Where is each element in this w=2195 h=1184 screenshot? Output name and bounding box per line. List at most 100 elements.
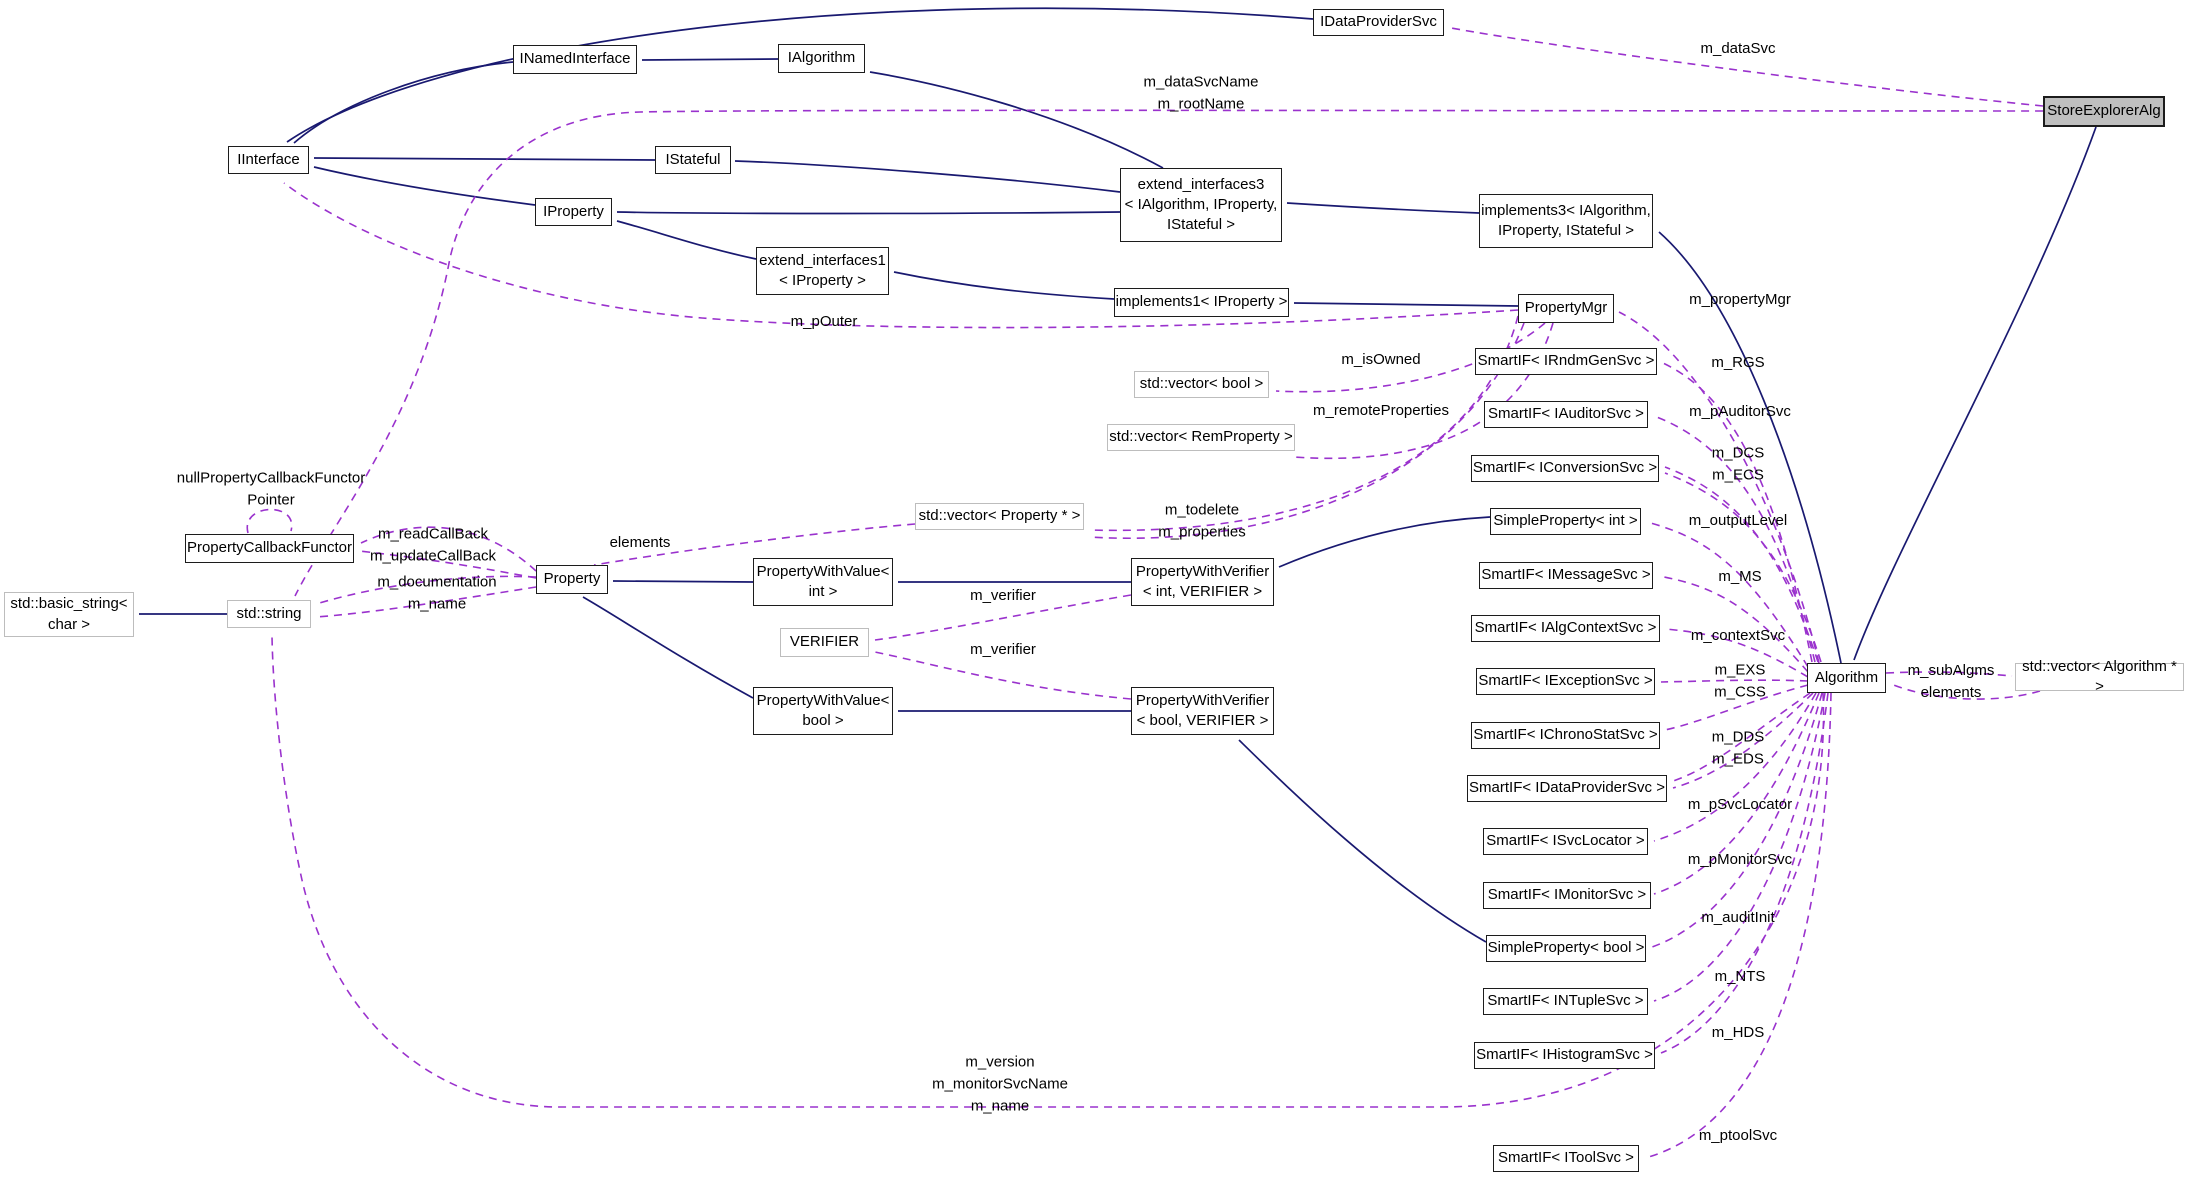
edge-label-m-psvclocator: m_pSvcLocator [1687,796,1793,814]
edge-inherit-idataprovidersvc-to-iinterface [286,7,1314,143]
edge-uses-m-readcallback [360,526,537,572]
edge-inherit-extend3-to-istateful [734,160,1121,193]
edge-inherit-inamedinterface-to-iinterface [293,61,514,144]
node-smartif-idataprovidersvc[interactable]: SmartIF< IDataProviderSvc > [1467,775,1667,802]
edge-uses-m-version-trio [271,635,1825,1108]
edge-uses-m-verifier-int [874,594,1132,641]
node-property[interactable]: Property [536,565,608,594]
edge-inherit-propertymgr-to-implements1 [1293,302,1519,307]
edge-label-m-remoteproperties: m_remoteProperties [1313,402,1449,420]
edge-uses-m-remoteproperties [1293,322,1554,460]
node-propertywithvalue-bool[interactable]: PropertyWithValue< bool > [753,687,893,735]
node-istateful[interactable]: IStateful [655,146,731,174]
node-basic-string[interactable]: std::basic_string< char > [4,592,134,637]
node-simpleproperty-int[interactable]: SimpleProperty< int > [1490,508,1641,535]
edge-label-m-pouter: m_pOuter [790,313,858,331]
node-inamedinterface[interactable]: INamedInterface [513,45,637,74]
edge-label-m-rgs: m_RGS [1711,354,1765,372]
edge-uses-m-propertymgr [1618,311,1820,664]
node-smartif-iconversionsvc[interactable]: SmartIF< IConversionSvc > [1471,455,1659,482]
edge-inherit-pwvbool-to-property [582,596,754,699]
node-std-string[interactable]: std::string [227,600,311,628]
node-smartif-itoolsvc[interactable]: SmartIF< IToolSvc > [1493,1145,1639,1172]
edge-inherit-extend3-to-ialgorithm [869,71,1164,169]
edge-inherit-algorithm-to-implements3 [1658,231,1842,664]
node-smartif-imessagesvc[interactable]: SmartIF< IMessageSvc > [1479,562,1653,589]
node-idataprovidersvc[interactable]: IDataProviderSvc [1313,9,1444,36]
node-propertywithverifier-int[interactable]: PropertyWithVerifier < int, VERIFIER > [1131,558,1274,606]
node-iinterface[interactable]: IInterface [228,146,309,174]
edge-label-m-datasvcname-rootname: m_dataSvcName m_rootName [1143,73,1259,112]
node-smartif-iauditorsvc[interactable]: SmartIF< IAuditorSvc > [1484,401,1648,428]
edge-inherit-implements3-to-extend3 [1286,202,1480,214]
edge-label-elements-right: elements [1920,684,1982,702]
edge-label-m-ptoolsvc: m_ptoolSvc [1698,1127,1778,1145]
node-extend-interfaces3[interactable]: extend_interfaces3 < IAlgorithm, IProper… [1120,168,1282,242]
edge-label-m-contextsvc: m_contextSvc [1690,627,1786,645]
edge-uses-elements-property [593,523,916,566]
edge-inherit-istateful-to-iinterface [313,157,656,161]
edge-uses-m-documentation [315,575,537,605]
node-implements1[interactable]: implements1< IProperty > [1114,288,1289,317]
edge-label-m-hds: m_HDS [1711,1024,1765,1042]
node-propertymgr[interactable]: PropertyMgr [1518,294,1614,323]
edge-label-m-dcs-ecs: m_DCS m_ECS [1711,444,1765,483]
node-ialgorithm[interactable]: IAlgorithm [778,44,865,73]
edge-label-m-outputlevel: m_outputLevel [1688,512,1788,530]
edge-label-m-documentation-name: m_documentation m_name [377,573,497,612]
edge-inherit-implements1-to-extend1 [893,271,1115,300]
node-propertywithvalue-int[interactable]: PropertyWithValue< int > [753,558,893,606]
node-smartif-iexceptionsvc[interactable]: SmartIF< IExceptionSvc > [1476,668,1655,695]
edge-uses-m-css [1664,684,1809,731]
edge-uses-m-pmonitorsvc [1653,692,1820,895]
edge-inherit-storeexploreralg-to-algorithm [1853,126,2097,661]
node-smartif-ihistogramsvc[interactable]: SmartIF< IHistogramSvc > [1474,1042,1655,1069]
edge-label-m-verifier-int: m_verifier [970,587,1036,605]
edge-uses-m-auditinit [1651,692,1823,948]
edge-uses-m-outputlevel [1646,521,1809,668]
node-smartif-imonitorsvc[interactable]: SmartIF< IMonitorSvc > [1483,882,1651,909]
node-implements3[interactable]: implements3< IAlgorithm, IProperty, ISta… [1479,194,1653,248]
node-extend-interfaces1[interactable]: extend_interfaces1 < IProperty > [756,247,889,295]
edge-uses-m-updatecallback [358,550,537,579]
edge-uses-m-verifier-bool [874,651,1132,700]
edge-uses-m-subalgms [1885,671,2013,677]
node-storeexploreralg[interactable]: StoreExplorerAlg [2043,96,2165,127]
edge-label-m-nts: m_NTS [1714,968,1766,986]
node-vector-remproperty[interactable]: std::vector< RemProperty > [1107,424,1295,451]
node-iproperty[interactable]: IProperty [535,198,612,226]
edge-label-m-readcallback-updatecallback: m_readCallBack m_updateCallBack [370,525,496,564]
node-smartif-ichronostatsvc[interactable]: SmartIF< IChronoStatSvc > [1471,722,1660,749]
node-simpleproperty-bool[interactable]: SimpleProperty< bool > [1486,935,1646,962]
edge-uses-m-todelete [1089,315,1519,532]
edge-inherit-extend3-to-iproperty [616,211,1121,215]
node-vector-bool[interactable]: std::vector< bool > [1134,371,1269,398]
edge-uses-m-properties [1089,322,1525,540]
edge-label-m-version-monitorsvcname-name: m_version m_monitorSvcName m_name [932,1053,1068,1114]
node-smartif-intuplesvc[interactable]: SmartIF< INTupleSvc > [1483,988,1648,1015]
edge-uses-m-ecs [1664,472,1822,663]
node-vector-algorithm-ptr[interactable]: std::vector< Algorithm * > [2015,658,2184,695]
edge-inherit-simpleint-to-pwverint [1278,516,1491,568]
edge-label-m-pauditorsvc: m_pAuditorSvc [1689,403,1791,421]
edge-uses-m-exs [1660,679,1809,683]
node-smartif-isvclocator[interactable]: SmartIF< ISvcLocator > [1483,828,1648,855]
edge-label-m-auditinit: m_auditInit [1701,909,1775,927]
edge-label-m-propertymgr: m_propertyMgr [1689,291,1791,309]
node-propertycallbackfunctor[interactable]: PropertyCallbackFunctor [185,534,354,563]
edge-uses-m-name-mid [315,586,537,618]
edge-inherit-extend1-to-iproperty [616,220,757,260]
node-smartif-ialgcontextsvc[interactable]: SmartIF< IAlgContextSvc > [1471,615,1660,642]
edge-uses-elements-algorithm [1890,683,2041,700]
edge-label-m-ms: m_MS [1718,568,1762,586]
edge-uses-m-dcs [1664,466,1819,663]
node-smartif-irndmgensvc[interactable]: SmartIF< IRndmGenSvc > [1475,348,1657,375]
node-algorithm[interactable]: Algorithm [1807,663,1886,693]
edge-uses-m-dds [1672,692,1811,782]
edge-inherit-ialgorithm-to-inamedinterface [641,58,779,61]
edge-label-m-isowned: m_isOwned [1341,351,1421,369]
node-vector-property-ptr[interactable]: std::vector< Property * > [915,503,1084,530]
node-verifier[interactable]: VERIFIER [780,628,869,657]
node-propertywithverifier-bool[interactable]: PropertyWithVerifier < bool, VERIFIER > [1131,687,1274,735]
